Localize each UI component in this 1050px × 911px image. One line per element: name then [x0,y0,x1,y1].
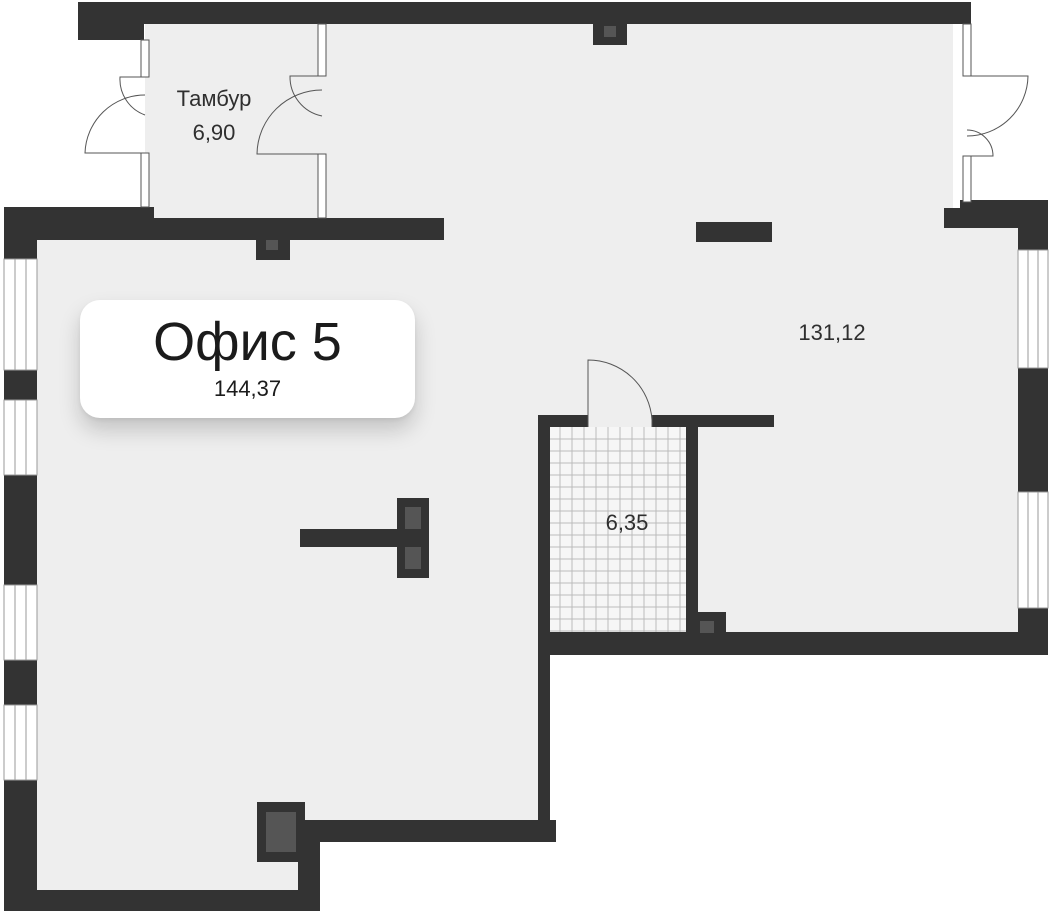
bathroom-area: 6,35 [606,510,649,535]
walls [4,2,1048,911]
wall-left-4 [4,660,37,705]
door-frame [140,39,150,78]
window [3,258,38,371]
column-shaft [405,507,421,529]
wall-bottom-right [538,632,1048,655]
wall-left-2 [4,370,37,400]
door-leaf-arc [587,359,653,427]
bathroom-tile-floor [548,427,686,634]
wall-bottom [144,890,320,911]
window [3,399,38,476]
wall-bathroom-top-right [652,415,774,427]
doors [84,23,1029,427]
door-leaf-arc [966,75,1029,137]
door-frame [140,152,150,208]
wall-top-left-stub [78,2,144,40]
door-leaf-arc [966,129,994,157]
wall-right-1 [1018,200,1048,250]
door-frame [962,23,972,77]
wall-internal-bar [696,222,772,242]
window [1017,491,1049,609]
column-shaft [700,621,714,633]
main-room-area: 131,12 [798,320,865,345]
wall-bathroom-right [686,427,698,647]
column-shaft [405,547,421,569]
window [1017,249,1049,369]
column-shaft [266,812,296,852]
wall-bottom-left [4,890,144,911]
window [3,584,38,661]
door-leaf-arc [84,94,146,154]
vestibule-area: 6,90 [193,120,236,145]
wall-right-2 [1018,368,1048,492]
door-frame [317,153,327,219]
column-shaft [266,240,278,250]
wall-right-3 [1018,608,1048,655]
door-leaf-arc [289,75,323,117]
door-frame [962,155,972,203]
door-frame [317,23,327,77]
wall-bathroom-top-left [538,415,588,427]
windows [3,249,1049,781]
office-title-card: Офис 5 144,37 [80,300,415,418]
wall-left-3 [4,475,37,585]
wall-notch-horizontal [298,820,556,842]
window [3,704,38,781]
wall-partition-top [154,218,444,240]
wall-left-5 [4,780,37,911]
wall-top [78,2,971,24]
floor-area [32,22,1030,893]
vestibule-name: Тамбур [177,86,252,111]
office-name: Офис 5 [153,312,342,372]
wall-left-1 [4,207,37,259]
office-total-area: 144,37 [213,376,282,401]
wall-t-horizontal [300,529,408,547]
column-shaft [604,26,616,37]
door-leaf-arc [256,89,323,155]
wall-center-vertical [538,415,550,842]
columns [266,26,714,852]
